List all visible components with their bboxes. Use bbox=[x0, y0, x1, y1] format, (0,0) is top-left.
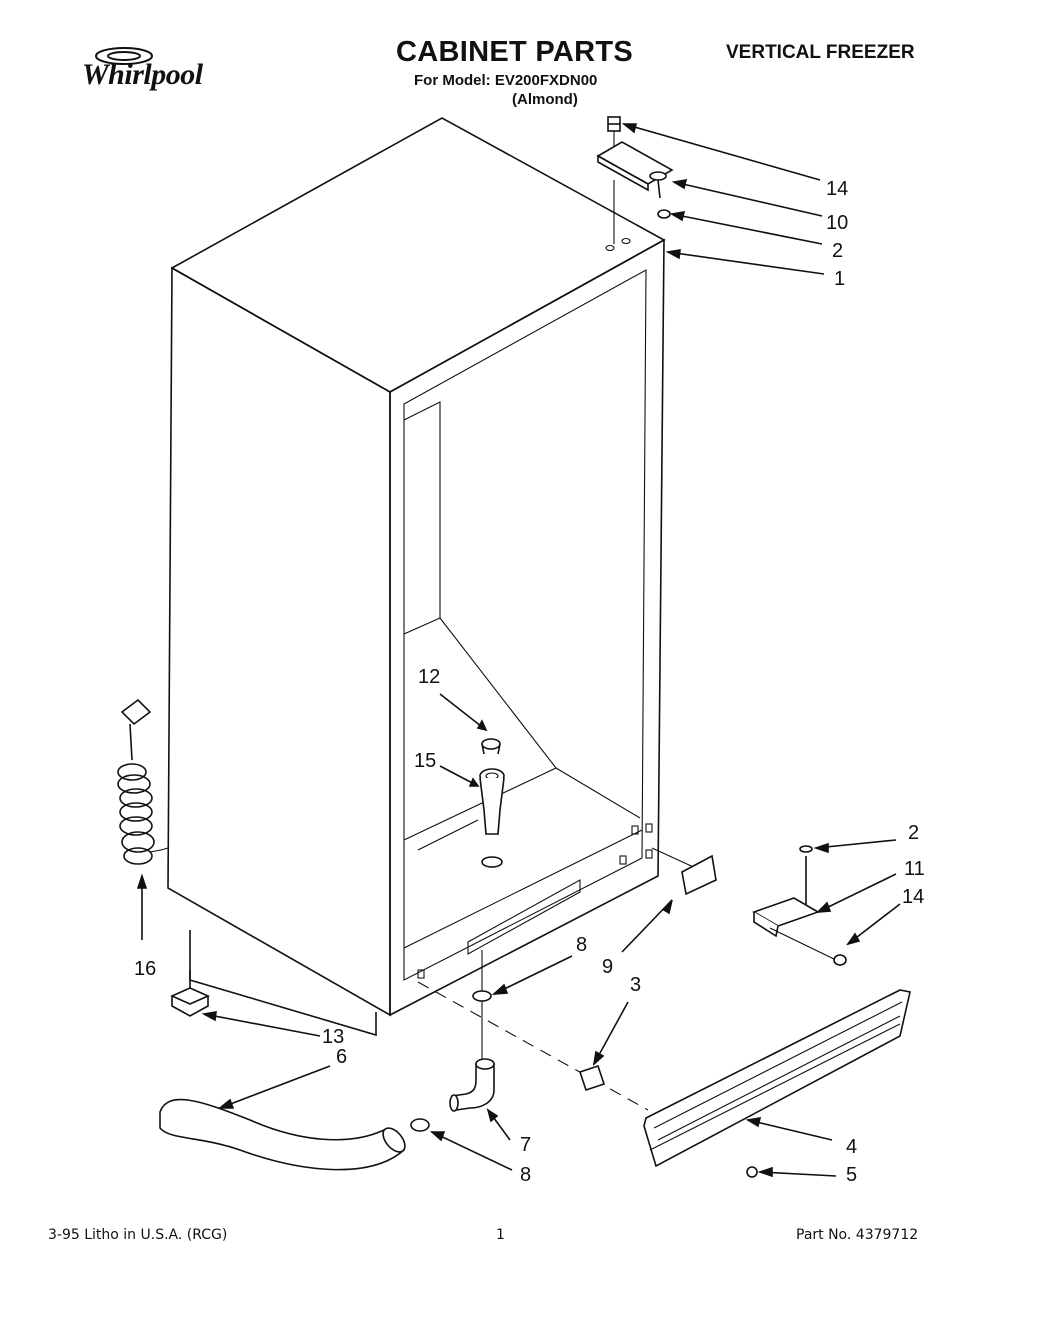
callout-9: 9 bbox=[602, 956, 614, 978]
lower-hinge-assembly bbox=[651, 845, 847, 966]
toe-grille bbox=[417, 981, 911, 1178]
callout-11: 11 bbox=[904, 858, 925, 880]
callout-5: 5 bbox=[846, 1164, 858, 1186]
callout-1: 1 bbox=[834, 268, 846, 290]
callout-12: 12 bbox=[418, 666, 441, 688]
callout-14: 14 bbox=[826, 178, 849, 200]
top-hinge-assembly bbox=[596, 116, 674, 244]
drain-elbow bbox=[410, 950, 495, 1132]
page-number: 1 bbox=[496, 1227, 505, 1243]
callout-14-lower: 14 bbox=[902, 886, 925, 908]
callout-3: 3 bbox=[630, 974, 642, 996]
callout-15: 15 bbox=[414, 750, 437, 772]
callout-4: 4 bbox=[846, 1136, 858, 1158]
leveling-leg bbox=[170, 970, 210, 1017]
power-cord bbox=[117, 698, 169, 865]
callout-7: 7 bbox=[520, 1134, 532, 1156]
callout-2: 2 bbox=[832, 240, 844, 262]
callout-8-lower: 8 bbox=[520, 1164, 532, 1186]
callout-10: 10 bbox=[826, 212, 849, 234]
leader-lines bbox=[136, 123, 901, 1178]
callout-13: 13 bbox=[322, 1026, 345, 1048]
drain-tube-assembly bbox=[479, 738, 505, 868]
callout-2-lower: 2 bbox=[908, 822, 920, 844]
callout-16: 16 bbox=[134, 958, 157, 980]
print-info: 3-95 Litho in U.S.A. (RCG) bbox=[48, 1227, 228, 1243]
whirlpool-logo-swirl-icon bbox=[95, 47, 153, 65]
callout-8: 8 bbox=[576, 934, 588, 956]
page-title: CABINET PARTS bbox=[396, 36, 633, 68]
model-line: For Model: EV200FXDN00 bbox=[414, 72, 598, 89]
color-line: (Almond) bbox=[512, 91, 578, 108]
brand-logo: Whirlpool bbox=[82, 58, 203, 91]
part-number: Part No. 4379712 bbox=[796, 1227, 919, 1243]
product-type: VERTICAL FREEZER bbox=[726, 42, 915, 63]
cabinet-body bbox=[167, 117, 666, 1037]
drain-hose bbox=[159, 1098, 406, 1171]
callout-6: 6 bbox=[336, 1046, 348, 1068]
